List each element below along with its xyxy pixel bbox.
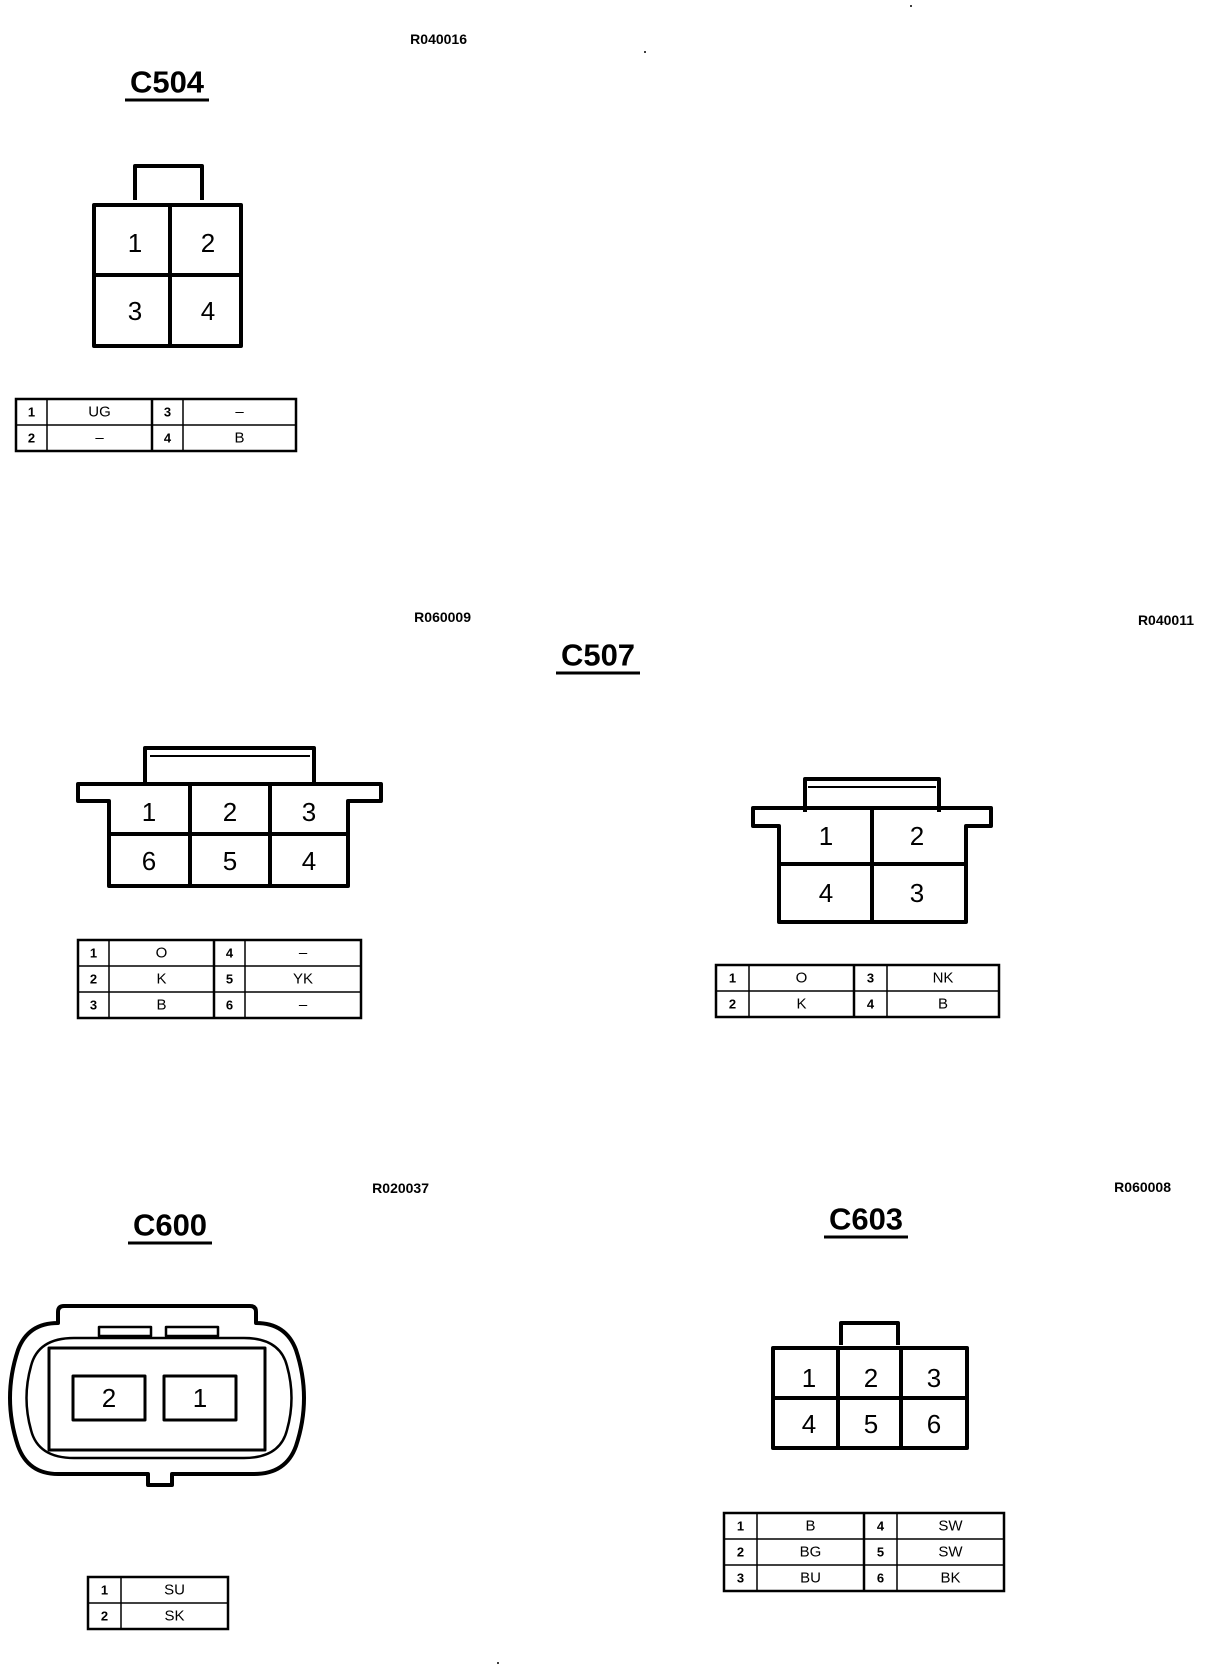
c504-connector-face (92, 164, 243, 348)
c600-pin-number: 2 (102, 1383, 116, 1413)
c507-table-wire-color: B (938, 996, 948, 1013)
six-table-pin: 3 (90, 998, 97, 1013)
c603-pin-number: 6 (927, 1409, 941, 1439)
c603-table-wire-color: B (805, 1518, 815, 1535)
c504-table-pin: 4 (164, 431, 172, 446)
c603-pin-number: 5 (864, 1409, 878, 1439)
c603-table-pin: 3 (737, 1571, 744, 1586)
c603-pin-number: 4 (802, 1409, 816, 1439)
c504-pin-number: 1 (128, 228, 142, 258)
c507-table-pin: 1 (729, 971, 736, 986)
c504-table-wire-color: UG (88, 404, 111, 421)
c507-table-pin: 3 (867, 971, 874, 986)
c603-title: C603 (829, 1202, 903, 1237)
c603-table-wire-color: SW (938, 1544, 963, 1561)
c603-table-pin: 5 (877, 1545, 884, 1560)
c504-table-wire-color: – (235, 404, 244, 421)
c504-table-pin: 1 (28, 405, 35, 420)
c600-title: C600 (133, 1208, 207, 1243)
c504-title: C504 (130, 65, 205, 100)
c507-pin-number: 1 (819, 821, 833, 851)
six-reference-code: R060009 (414, 609, 471, 625)
c507-table-wire-color: O (796, 970, 808, 987)
c603-reference-code: R060008 (1114, 1179, 1171, 1195)
six-table-wire-color: K (156, 971, 166, 988)
c603-pin-number: 3 (927, 1363, 941, 1393)
c603-pin-number: 1 (802, 1363, 816, 1393)
c507-title: C507 (561, 638, 635, 673)
six-pin-number: 2 (223, 797, 237, 827)
c600-pin-number: 1 (193, 1383, 207, 1413)
six-table-pin: 6 (226, 998, 233, 1013)
c600-wire-table: 1 SU 2 SK (86, 1575, 230, 1631)
c603-table-pin: 2 (737, 1545, 744, 1560)
c507-pin-number: 2 (910, 821, 924, 851)
c600-table-wire-color: SU (164, 1582, 185, 1599)
six-table-border (76, 938, 363, 1020)
c507-reference-code: R040011 (1138, 612, 1194, 628)
c600-table-pin: 2 (101, 1609, 108, 1624)
c507-table-pin: 2 (729, 997, 736, 1012)
c507-table-pin: 4 (867, 997, 875, 1012)
c504-reference-code: R040016 (410, 31, 467, 47)
six-table-pin: 2 (90, 972, 97, 987)
c504-table-wire-color: B (234, 430, 244, 447)
scan-speck (644, 51, 646, 53)
scan-speck (910, 5, 912, 7)
six-table-wire-color: YK (293, 971, 313, 988)
c504-table-pin: 3 (164, 405, 171, 420)
c603-table-pin: 1 (737, 1519, 744, 1534)
six-pin-connector-face (76, 746, 383, 888)
six-table-pin: 1 (90, 946, 97, 961)
six-table-pin: 4 (226, 946, 234, 961)
c600-table-wire-color: SK (164, 1608, 184, 1625)
six-table-wire-color: B (156, 997, 166, 1014)
c603-table-wire-color: BU (800, 1570, 821, 1587)
c507-wire-table: 1 O 3 NK 2 K 4 B (714, 963, 1001, 1019)
six-table-wire-color: – (299, 997, 308, 1014)
c507-table-wire-color: K (796, 996, 806, 1013)
c600-table-pin: 1 (101, 1583, 108, 1598)
c603-table-wire-color: BK (940, 1570, 960, 1587)
c504-pin-number: 4 (201, 296, 215, 326)
six-pin-number: 1 (142, 797, 156, 827)
six-table-wire-color: O (156, 945, 168, 962)
c603-table-pin: 6 (877, 1571, 884, 1586)
c504-wire-table: 1 UG 3 – 2 – 4 B (14, 397, 298, 453)
c504-table-wire-color: – (95, 430, 104, 447)
c507-pin-number: 4 (819, 878, 833, 908)
c504-table-pin: 2 (28, 431, 35, 446)
c504-pin-number: 2 (201, 228, 215, 258)
six-wire-table: 1 O 4 – 2 K 5 YK 3 B 6 – (76, 938, 363, 1020)
six-table-wire-color: – (299, 945, 308, 962)
six-pin-number: 3 (302, 797, 316, 827)
c504-pin-number: 3 (128, 296, 142, 326)
six-pin-number: 4 (302, 846, 316, 876)
c603-table-wire-color: BG (800, 1544, 822, 1561)
c603-connector-face (771, 1321, 969, 1450)
c600-connector-face (8, 1304, 306, 1487)
c603-table-pin: 4 (877, 1519, 885, 1534)
c603-table-wire-color: SW (938, 1518, 963, 1535)
c507-pin-number: 3 (910, 878, 924, 908)
c507-connector-face (751, 777, 993, 924)
six-table-pin: 5 (226, 972, 233, 987)
six-pin-number: 5 (223, 846, 237, 876)
c600-reference-code: R020037 (372, 1180, 429, 1196)
c603-pin-number: 2 (864, 1363, 878, 1393)
c507-table-wire-color: NK (933, 970, 954, 987)
six-pin-number: 6 (142, 846, 156, 876)
